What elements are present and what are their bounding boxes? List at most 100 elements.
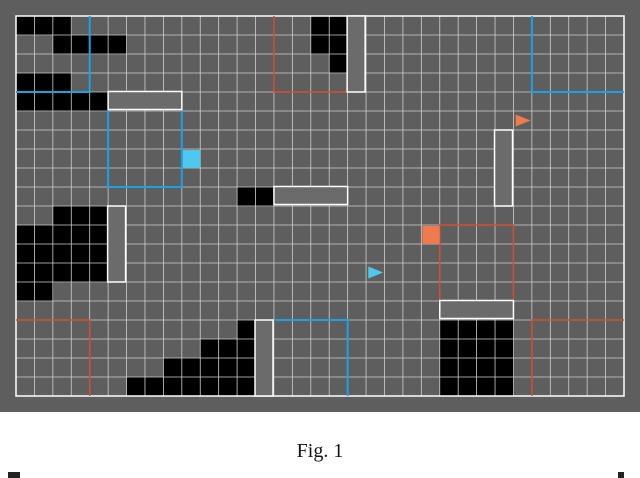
obstacle-cell [458,320,478,340]
obstacle-cell [16,16,35,36]
blue-agent-square [182,150,201,168]
obstacle-cell [495,377,514,397]
orange-region-outline [273,16,348,93]
wall-block [254,319,274,397]
obstacle-cell [16,263,35,283]
orange-region-outline [531,319,624,396]
obstacle-cell [163,377,183,397]
obstacle-cell [495,320,514,340]
obstacle-cell [237,339,257,359]
figure-frame [0,0,640,412]
obstacle-cell [476,339,496,359]
obstacle-cell [495,339,514,359]
obstacle-cell [34,225,54,245]
obstacle-cell [163,358,183,378]
obstacle-cell [71,263,91,283]
obstacle-cell [181,377,201,397]
obstacle-layer [16,16,514,397]
wall-block [273,185,349,206]
grid-border [15,15,625,397]
orange-agent-square [422,226,440,244]
obstacle-cell [181,358,201,378]
wall-block [106,205,127,283]
obstacle-cell [71,35,91,55]
agent-layer [182,114,531,279]
obstacle-cell [52,73,72,93]
region-outlines [16,16,624,396]
obstacle-cell [89,35,109,55]
blue-region-outline [16,16,91,93]
obstacle-cell [476,358,496,378]
obstacle-cell [16,225,35,245]
obstacle-cell [458,358,478,378]
obstacle-cell [52,206,72,226]
obstacle-cell [458,377,478,397]
obstacle-cell [89,244,109,264]
obstacle-cell [218,377,238,397]
obstacle-cell [144,377,164,397]
obstacle-cell [16,244,35,264]
orange-agent-triangle [515,114,531,127]
obstacle-cell [89,206,109,226]
obstacle-cell [237,358,257,378]
wall-layer [106,15,515,397]
obstacle-cell [16,282,35,302]
obstacle-cell [34,244,54,264]
orange-region-outline [439,224,515,301]
gridworld-map [15,15,625,397]
obstacle-cell [89,263,109,283]
obstacle-cell [439,377,459,397]
obstacle-cell [71,206,91,226]
wall-block [439,299,515,320]
figure-caption: Fig. 1 [296,440,344,462]
obstacle-cell [34,16,54,36]
obstacle-cell [439,339,459,359]
obstacle-cell [52,225,72,245]
obstacle-cell [458,339,478,359]
obstacle-cell [439,320,459,340]
obstacle-cell [218,358,238,378]
obstacle-cell [34,282,54,302]
obstacle-cell [16,92,35,112]
blue-region-outline [107,111,183,188]
obstacle-cell [329,35,349,55]
obstacle-cell [34,263,54,283]
obstacle-cell [439,358,459,378]
obstacle-cell [310,35,330,55]
obstacle-cell [52,263,72,283]
obstacle-cell [200,339,220,359]
obstacle-cell [52,35,72,55]
obstacle-cell [237,320,257,340]
obstacle-cell [310,16,330,36]
text-fragment-right [618,472,624,478]
obstacle-cell [71,225,91,245]
obstacle-cell [52,16,72,36]
blue-region-outline [530,16,624,93]
orange-region-outline [16,319,91,396]
obstacle-cell [476,377,496,397]
blue-region-outline [273,319,349,396]
obstacle-cell [71,92,91,112]
obstacle-cell [71,244,91,264]
wall-block [346,15,366,93]
obstacle-cell [200,358,220,378]
obstacle-cell [237,187,257,207]
obstacle-cell [52,244,72,264]
obstacle-cell [16,73,35,93]
obstacle-cell [126,377,146,397]
text-fragment-left [8,472,20,478]
obstacle-cell [476,320,496,340]
obstacle-cell [218,339,238,359]
obstacle-cell [52,92,72,112]
obstacle-cell [255,187,275,207]
obstacle-cell [329,16,349,36]
obstacle-cell [34,73,54,93]
obstacle-cell [329,54,349,74]
obstacle-cell [495,358,514,378]
obstacle-cell [108,35,128,55]
wall-block [493,129,514,207]
obstacle-cell [89,225,109,245]
blue-agent-triangle [368,266,384,279]
obstacle-cell [237,377,257,397]
wall-block [107,90,183,111]
